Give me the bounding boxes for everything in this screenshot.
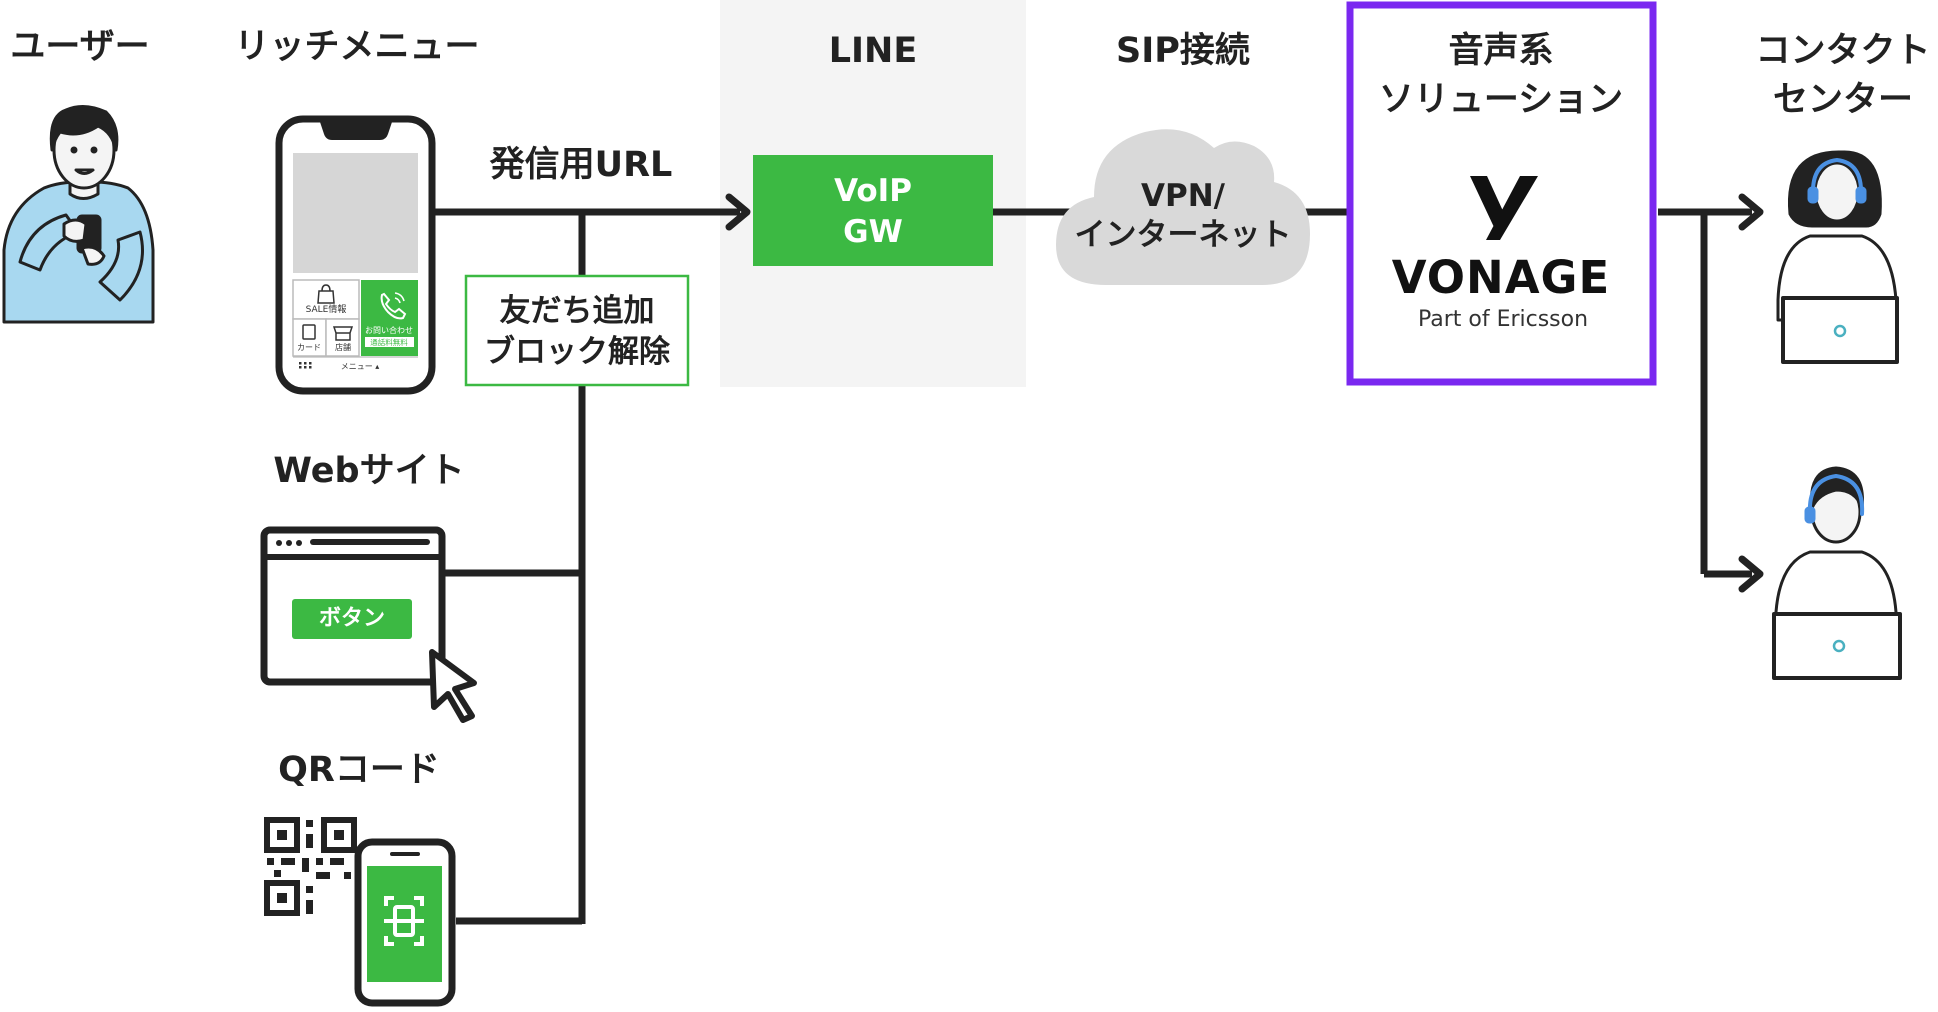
user-eye-right — [90, 146, 98, 154]
store-icon — [332, 326, 354, 341]
free-call-badge — [365, 337, 414, 347]
source-label-website: Webサイト — [273, 451, 465, 491]
menu-label-store: 店舗 — [335, 342, 351, 352]
menu-cell-store — [325, 318, 360, 357]
friend-add-line1: 友だち追加 — [499, 293, 655, 329]
edge-label-outgoing-url: 発信用URL — [489, 145, 673, 185]
menu-label-free-call: 通話料無料 — [370, 337, 408, 347]
user-right-arm — [98, 230, 144, 302]
operator-1-earpiece-right — [1855, 186, 1867, 204]
operator-1-earpiece-left — [1807, 186, 1819, 204]
phone-call-waves-icon — [394, 292, 405, 304]
menu-cell-sale — [292, 279, 360, 320]
card-icon — [302, 324, 316, 340]
menu-label-menu: メニュー ▴ — [341, 362, 380, 371]
keypad-icon — [299, 362, 312, 369]
smartphone-icon — [275, 115, 436, 395]
operator-icon — [1772, 150, 1902, 680]
vonage-subtitle: Part of Ericsson — [1417, 307, 1589, 332]
operator-2-laptop — [1772, 612, 1902, 680]
source-label-qr: QRコード — [278, 750, 440, 790]
friend-add-box — [464, 274, 690, 387]
arrow-head-operator-1 — [1738, 193, 1764, 231]
qr-code-icon — [264, 817, 357, 916]
phone-menu-labels: SALE情報 カード 店舗 お問い合わせ 通話料無料 メニュー ▴ — [297, 303, 413, 371]
user-smile — [74, 168, 95, 175]
scan-icon — [384, 896, 424, 946]
operator-2-body — [1774, 550, 1898, 624]
browser-dot-2 — [286, 540, 292, 546]
browser-window-icon — [260, 526, 446, 686]
operator-1-laptop-logo — [1833, 324, 1847, 338]
operator-2-earpiece — [1804, 506, 1816, 524]
voip-label-line2: GW — [843, 214, 903, 250]
vonage-wordmark: VONAGE — [1391, 251, 1611, 304]
menu-label-card: カード — [297, 343, 321, 352]
vonage-logo-icon — [1470, 176, 1538, 240]
friend-add-line2: ブロック解除 — [484, 334, 670, 370]
browser-address-bar — [310, 539, 430, 545]
qr-phone-screen — [367, 866, 442, 982]
column-title-voice-line2: ソリューション — [1378, 80, 1624, 120]
operator-1-headset-icon — [1810, 158, 1864, 196]
menu-label-sale: SALE情報 — [306, 303, 347, 315]
operator-1-face — [1813, 161, 1861, 223]
menu-label-inquiry: お問い合わせ — [365, 325, 413, 335]
phone-call-icon — [380, 292, 407, 320]
website-button[interactable] — [292, 599, 412, 639]
cursor-icon — [429, 649, 477, 723]
shopping-bag-icon — [317, 284, 335, 304]
user-hand — [62, 218, 88, 243]
user-hair — [49, 105, 119, 152]
cloud-label-line1: VPN/ — [1141, 178, 1225, 214]
user-eye-left — [70, 146, 78, 154]
operator-1-laptop — [1781, 296, 1899, 364]
user-hand-right — [80, 245, 106, 266]
phone-notch — [320, 122, 392, 140]
column-title-sip: SIP接続 — [1116, 31, 1250, 71]
operator-2-laptop-logo — [1832, 639, 1846, 653]
column-title-voice-line1: 音声系 — [1448, 31, 1554, 71]
website-button-label[interactable]: ボタン — [318, 606, 386, 631]
column-title-user: ユーザー — [10, 27, 150, 67]
voip-gw-box — [753, 155, 993, 266]
column-title-line: LINE — [828, 31, 918, 71]
browser-dot-1 — [276, 540, 282, 546]
cloud-icon — [1056, 129, 1310, 285]
arrow-head-voip — [725, 193, 751, 231]
column-title-rich-menu: リッチメニュー — [234, 27, 480, 67]
user-illustration — [2, 105, 155, 324]
column-title-contact-line2: センター — [1772, 80, 1914, 120]
phone-screen-banner — [293, 153, 418, 273]
voip-label-line1: VoIP — [834, 173, 912, 209]
browser-dot-3 — [296, 540, 302, 546]
operator-2-headset-icon — [1807, 474, 1865, 516]
column-title-contact-line1: コンタクト — [1755, 31, 1931, 71]
vonage-box — [1346, 1, 1657, 386]
arrow-head-operator-2 — [1738, 555, 1764, 593]
cloud-label-line2: インターネット — [1074, 217, 1292, 253]
qr-phone-icon — [354, 838, 456, 1007]
